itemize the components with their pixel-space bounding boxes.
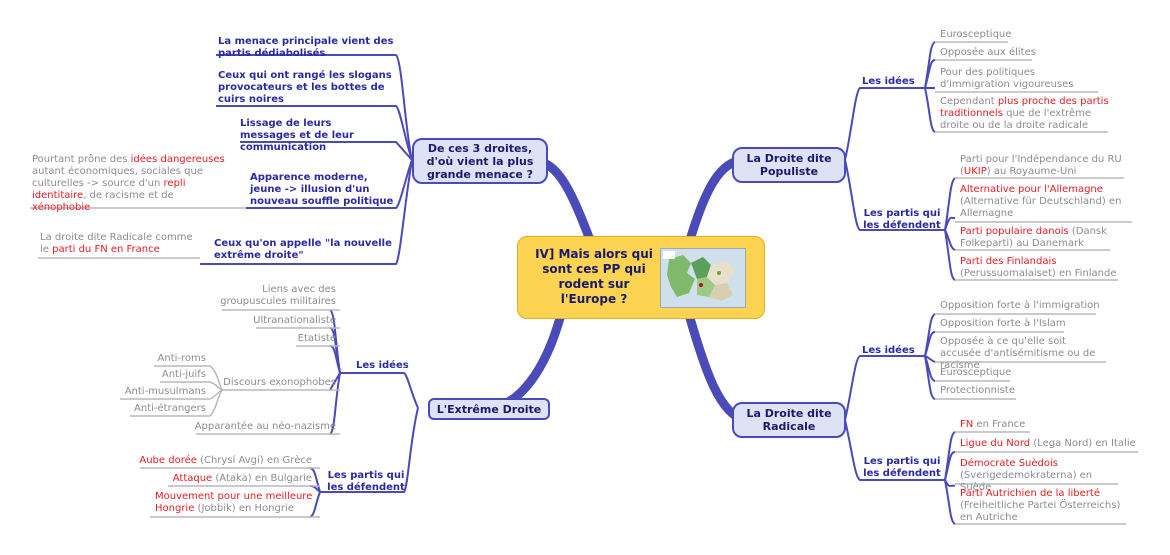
menace-note-apparence: Pourtant prône des idées dangereuses aut… [32, 154, 225, 213]
extreme-parti-ataka: Attaque (Ataka) en Bulgarie [172, 473, 312, 484]
populiste-idees-label: Les idées [862, 76, 915, 87]
extreme-idee-neonazisme: Apparantée au néo-nazisme [194, 421, 336, 432]
extreme-parti-aube-doree: Aube dorée (Chrysí Avgí) en Grèce [139, 455, 312, 466]
populiste-partis-label: Les partis qui les défendent [863, 208, 941, 231]
radicale-idee-3: Opposée à ce qu'elle soit accusée d'anti… [940, 336, 1096, 371]
extreme-parti-jobbik: Mouvement pour une meilleure Hongrie (Jo… [155, 491, 313, 514]
radicale-idee-2: Opposition forte à l'Islam [940, 318, 1066, 329]
radicale-parti-fn: FN en France [960, 419, 1026, 430]
radicale-parti-lega: Ligue du Nord (Lega Nord) en Italie [960, 438, 1136, 449]
menace-item-1: La menace principale vient des partis dé… [218, 36, 394, 59]
radicale-idee-1: Opposition forte à l'immigration [940, 300, 1100, 311]
extreme-idee-etatiste: Etatiste [297, 333, 336, 344]
radicale-idee-4: Eurosceptique [940, 367, 1012, 378]
central-topic[interactable]: IV] Mais alors qui sont ces PP qui roden… [517, 236, 765, 319]
populiste-idee-3b: d'immigration vigoureuses [940, 79, 1074, 90]
radicale-parti-fpo: Parti Autrichien de la liberté (Freiheit… [960, 488, 1121, 523]
extreme-idee-discours: Discours exonophobes [223, 377, 336, 388]
menace-item-3: Lissage de leurs messages et de leur com… [240, 118, 354, 153]
extreme-idee-ultranationaliste: Ultranationaliste [253, 315, 336, 326]
extreme-idee-liens: Liens avec des groupuscules militaires [220, 284, 336, 307]
xeno-anti-etrangers: Anti-étrangers [134, 403, 206, 414]
branch-droite-populiste[interactable]: La Droite dite Populiste [732, 147, 846, 183]
populiste-idee-1: Eurosceptique [940, 29, 1012, 40]
radicale-idee-5: Protectionniste [940, 385, 1015, 396]
branch-plus-grande-menace[interactable]: De ces 3 droites, d'où vient la plus gra… [412, 138, 548, 184]
branch-extreme-droite[interactable]: L'Extrême Droite [428, 398, 550, 420]
extreme-idees-label: Les idées [356, 360, 409, 371]
radicale-parti-sd: Démocrate Suèdois (Sverigedemokraterna) … [960, 458, 1093, 493]
menace-item-2: Ceux qui ont rangé les slogans provocate… [218, 70, 392, 105]
xeno-anti-juifs: Anti-juifs [161, 369, 206, 380]
europe-map-image [660, 248, 746, 308]
populiste-parti-df: Parti populaire danois (Dansk Folkeparti… [960, 226, 1107, 249]
populiste-parti-ps: Parti des Finlandais (Perussuomalaiset) … [960, 256, 1117, 279]
menace-item-4: Apparence moderne, jeune -> illusion d'u… [250, 172, 394, 207]
populiste-parti-ukip: Parti pour l'Indépendance du RU (UKIP) a… [960, 154, 1122, 177]
extreme-partis-label: Les partis qui les défendent [327, 470, 405, 493]
xeno-anti-roms: Anti-roms [157, 353, 206, 364]
populiste-idee-cependant: Cependant plus proche des partis traditi… [940, 96, 1109, 131]
populiste-idee-2: Opposée aux élites [940, 47, 1036, 58]
populiste-parti-afd: Alternative pour l'Allemagne (Alternativ… [960, 184, 1122, 219]
central-title: IV] Mais alors qui sont ces PP qui roden… [535, 247, 653, 306]
radicale-idees-label: Les idées [862, 345, 915, 356]
radicale-partis-label: Les partis qui les défendent [863, 456, 941, 479]
populiste-idee-3a: Pour des politiques [940, 67, 1036, 78]
menace-item-5: Ceux qu'on appelle "la nouvelle extrême … [214, 238, 392, 261]
xeno-anti-musulmans: Anti-musulmans [124, 386, 206, 397]
menace-note-fn: La droite dite Radicale comme le parti d… [40, 232, 193, 255]
branch-droite-radicale[interactable]: La Droite dite Radicale [732, 402, 846, 438]
